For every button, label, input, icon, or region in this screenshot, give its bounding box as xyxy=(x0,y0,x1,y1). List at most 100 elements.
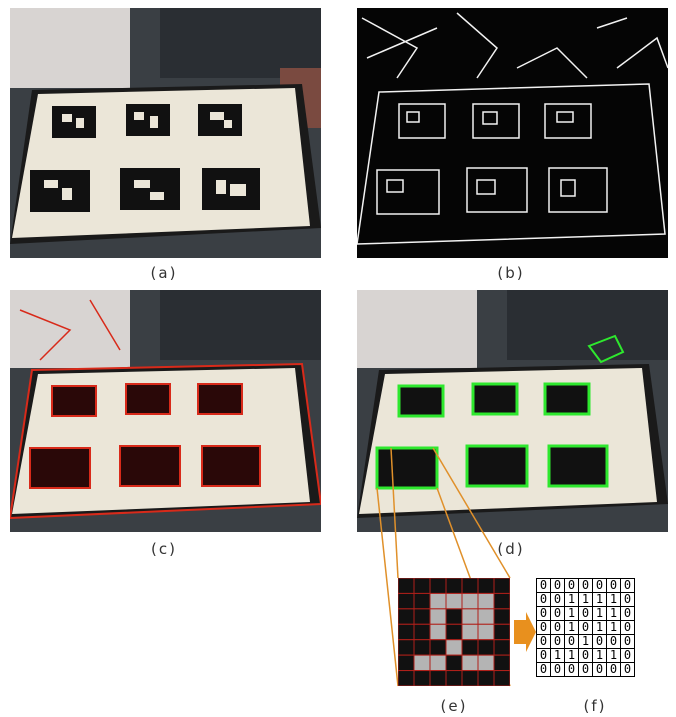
grid-e-cell xyxy=(414,593,430,608)
bit-cell: 0 xyxy=(593,635,607,649)
bit-cell: 0 xyxy=(537,635,551,649)
panel-c-contours xyxy=(10,290,321,532)
bit-cell: 0 xyxy=(607,663,621,677)
bit-cell: 0 xyxy=(565,579,579,593)
bit-cell: 0 xyxy=(537,621,551,635)
grid-e-cell xyxy=(414,640,430,655)
bit-cell: 1 xyxy=(551,649,565,663)
bit-cell: 0 xyxy=(537,579,551,593)
grid-e-cell xyxy=(414,671,430,686)
bit-cell: 0 xyxy=(621,635,635,649)
caption-b: (b) xyxy=(481,264,541,282)
bit-cell: 1 xyxy=(579,635,593,649)
grid-e-cell xyxy=(414,624,430,639)
bit-cell: 0 xyxy=(593,663,607,677)
bit-cell: 1 xyxy=(593,649,607,663)
grid-e-cell xyxy=(398,578,414,593)
bit-cell: 1 xyxy=(607,607,621,621)
grid-e-cell xyxy=(398,671,414,686)
bit-cell: 1 xyxy=(607,649,621,663)
grid-e-cell xyxy=(494,640,510,655)
bit-cell: 0 xyxy=(579,663,593,677)
bit-cell: 0 xyxy=(579,621,593,635)
grid-e-cell xyxy=(446,671,462,686)
grid-e-cell xyxy=(398,655,414,670)
grid-e-cell xyxy=(446,624,462,639)
marker-grid-e xyxy=(398,578,510,686)
bit-cell: 0 xyxy=(537,649,551,663)
bit-cell: 0 xyxy=(621,579,635,593)
bit-row: 0010110 xyxy=(537,607,635,621)
bit-cell: 0 xyxy=(621,621,635,635)
grid-e-cell xyxy=(430,624,446,639)
bit-cell: 0 xyxy=(579,607,593,621)
bit-cell: 1 xyxy=(579,593,593,607)
grid-e-cell xyxy=(478,640,494,655)
bit-cell: 1 xyxy=(607,621,621,635)
grid-e-cell xyxy=(414,655,430,670)
grid-e-cell xyxy=(494,578,510,593)
grid-e-cell xyxy=(398,593,414,608)
grid-e-cell xyxy=(494,671,510,686)
bit-cell: 0 xyxy=(621,593,635,607)
grid-e-cell xyxy=(462,609,478,624)
panel-b-edges xyxy=(357,8,668,258)
grid-e-cell xyxy=(430,609,446,624)
bit-cell: 0 xyxy=(537,663,551,677)
bit-cell: 0 xyxy=(537,593,551,607)
bit-cell: 0 xyxy=(551,621,565,635)
grid-e-cell xyxy=(478,593,494,608)
grid-e-cell xyxy=(446,640,462,655)
bit-cell: 0 xyxy=(551,593,565,607)
grid-e-cell xyxy=(446,593,462,608)
grid-e-cell xyxy=(494,624,510,639)
grid-e-cell xyxy=(430,578,446,593)
bit-cell: 0 xyxy=(593,579,607,593)
grid-e-cell xyxy=(398,624,414,639)
grid-e-cell xyxy=(494,655,510,670)
bit-cell: 0 xyxy=(551,579,565,593)
grid-e-cell xyxy=(430,655,446,670)
grid-e-cell xyxy=(462,593,478,608)
grid-e-cell xyxy=(414,578,430,593)
grid-e-cell xyxy=(478,624,494,639)
grid-e-cell xyxy=(494,609,510,624)
grid-e-cell xyxy=(462,671,478,686)
bit-cell: 1 xyxy=(593,593,607,607)
grid-e-cell xyxy=(462,640,478,655)
bit-cell: 1 xyxy=(565,593,579,607)
arrow-icon xyxy=(514,612,536,652)
grid-e-cell xyxy=(478,671,494,686)
grid-e-cell xyxy=(462,578,478,593)
bit-cell: 0 xyxy=(551,663,565,677)
grid-e-cell xyxy=(478,578,494,593)
grid-e-cell xyxy=(446,655,462,670)
panel-a-original xyxy=(10,8,321,258)
grid-e-cell xyxy=(494,593,510,608)
bit-cell: 0 xyxy=(621,663,635,677)
caption-a: (a) xyxy=(134,264,194,282)
caption-e: (e) xyxy=(424,697,484,715)
grid-e-cell xyxy=(398,640,414,655)
grid-e-cell xyxy=(446,578,462,593)
bit-cell: 0 xyxy=(551,607,565,621)
bit-cell: 1 xyxy=(593,607,607,621)
grid-e-cell xyxy=(478,655,494,670)
bit-cell: 1 xyxy=(607,593,621,607)
bit-cell: 1 xyxy=(565,649,579,663)
grid-e-cell xyxy=(414,609,430,624)
bit-cell: 1 xyxy=(593,621,607,635)
grid-e-cell xyxy=(478,609,494,624)
bit-cell: 0 xyxy=(621,607,635,621)
bit-cell: 0 xyxy=(607,635,621,649)
caption-c: (c) xyxy=(134,540,194,558)
grid-e-cell xyxy=(430,671,446,686)
bit-cell: 0 xyxy=(607,579,621,593)
bit-cell: 0 xyxy=(579,649,593,663)
